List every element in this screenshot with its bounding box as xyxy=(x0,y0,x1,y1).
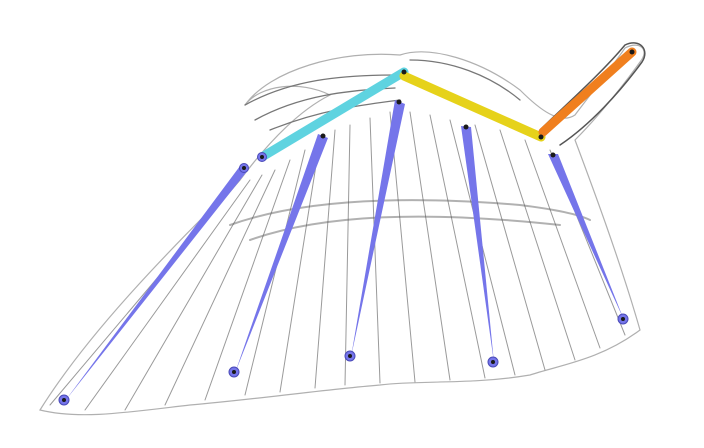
joint-elbow[interactable] xyxy=(538,134,544,140)
upper-arm-end-dot xyxy=(260,155,264,159)
alula-feathers xyxy=(244,59,521,131)
joints xyxy=(58,49,635,406)
feather-tip-3-dot xyxy=(348,354,352,358)
feather-tip-1-dot xyxy=(62,398,66,402)
joint-feather-5-root[interactable] xyxy=(550,152,556,158)
feather-tip-handles xyxy=(58,152,629,406)
joint-wrist[interactable] xyxy=(629,49,635,55)
wing-sketch xyxy=(39,42,646,416)
feather-bone-3 xyxy=(351,100,405,357)
feather-bone-5 xyxy=(548,154,624,320)
feather-tip-2-dot xyxy=(232,370,236,374)
feather-bone-2 xyxy=(235,134,328,373)
wing-bones xyxy=(257,47,637,162)
feather-tip-4-dot xyxy=(491,360,495,364)
feather-bones xyxy=(65,100,624,401)
wing-outline xyxy=(39,44,645,416)
joint-shoulder[interactable] xyxy=(401,69,407,75)
hand-bone xyxy=(538,47,637,137)
joint-feather-4-root[interactable] xyxy=(463,124,469,130)
joint-feather-3-root[interactable] xyxy=(396,99,402,105)
feather-bone-4 xyxy=(461,126,494,363)
upper-arm-bone xyxy=(257,67,409,162)
arm-skin xyxy=(539,42,646,146)
feather-root-1-dot xyxy=(242,166,246,170)
feather-tip-5-dot xyxy=(621,317,625,321)
forearm-bone xyxy=(399,71,546,142)
primary-feathers xyxy=(49,111,626,411)
joint-feather-2-root[interactable] xyxy=(320,133,326,139)
feather-bone-1 xyxy=(65,166,248,401)
